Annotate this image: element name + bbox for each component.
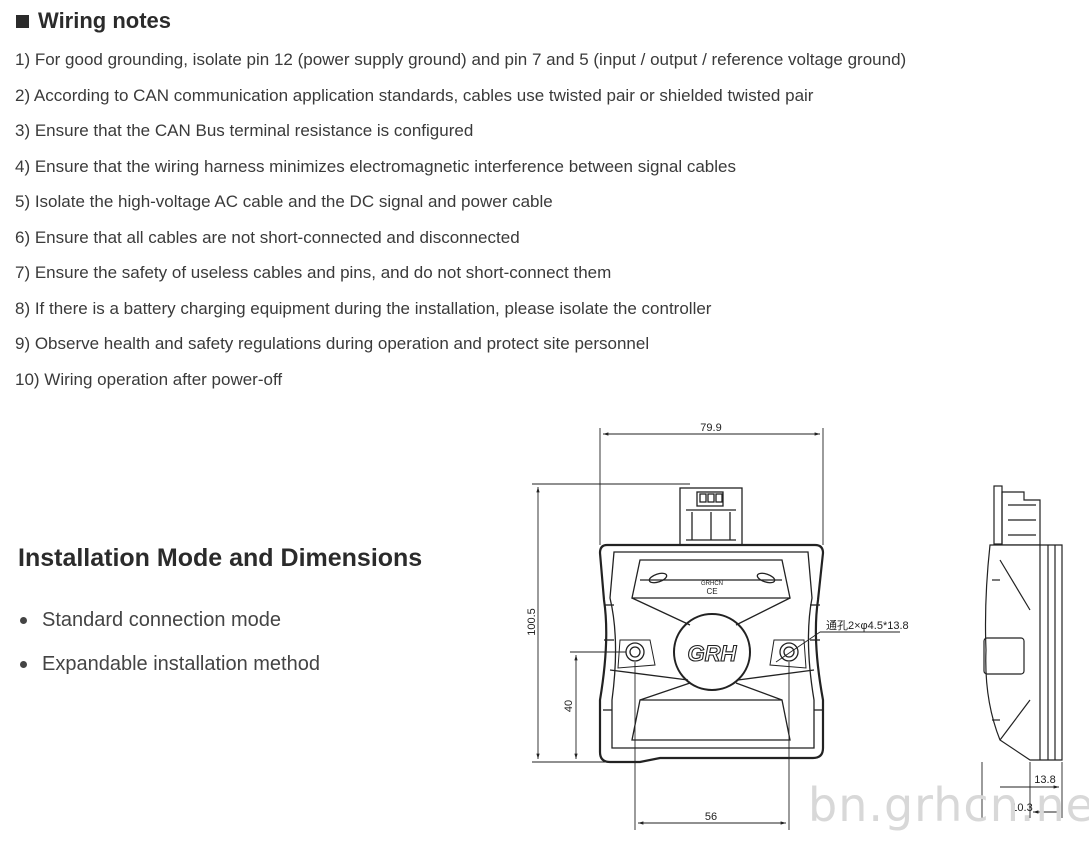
- bullet-dot-icon: [20, 660, 27, 668]
- side-dim-b-label: 10.3: [1011, 802, 1032, 814]
- wiring-note-8: 8) If there is a battery charging equipm…: [15, 298, 712, 318]
- dimension-drawing: GRH GRHCN CE 79.9 100.5 40 56 通孔2×φ4.5*1…: [526, 422, 1063, 830]
- bullet-item: Expandable installation method: [20, 642, 320, 686]
- bullet-item: Standard connection mode: [20, 598, 320, 642]
- bullet-dot-icon: [20, 616, 27, 624]
- wiring-note-10: 10) Wiring operation after power-off: [15, 369, 283, 389]
- dimension-lines: [532, 428, 900, 830]
- wiring-note-2: 2) According to CAN communication applic…: [15, 85, 814, 105]
- watermark: bn.grhcn.net: [808, 778, 1089, 832]
- dim-hole-height-label: 40: [563, 700, 575, 712]
- wiring-note-1: 1) For good grounding, isolate pin 12 (p…: [15, 50, 907, 69]
- controller-front-view: [598, 487, 825, 764]
- wiring-note-9: 9) Observe health and safety regulations…: [15, 334, 650, 353]
- controller-side-view: [981, 485, 1063, 820]
- connector: [679, 487, 743, 547]
- wiring-notes-heading: Wiring notes: [16, 8, 171, 34]
- wiring-note-7: 7) Ensure the safety of useless cables a…: [15, 263, 612, 282]
- bullet-text: Standard connection mode: [42, 609, 282, 631]
- wiring-notes-title: Wiring notes: [38, 8, 172, 33]
- installation-heading: Installation Mode and Dimensions: [18, 544, 423, 572]
- label-top: GRHCN: [701, 581, 723, 587]
- installation-bullets: Standard connection mode Expandable inst…: [20, 598, 320, 686]
- wiring-note-6: 6) Ensure that all cables are not short-…: [15, 227, 520, 247]
- label-ce: CE: [706, 587, 717, 596]
- dim-height-label: 100.5: [526, 608, 538, 636]
- logo-circle: [673, 613, 751, 691]
- side-dim-a-label: 13.8: [1034, 774, 1055, 786]
- square-bullet-icon: [16, 14, 29, 28]
- wiring-note-3: 3) Ensure that the CAN Bus terminal resi…: [15, 121, 474, 140]
- bullet-text: Expandable installation method: [42, 653, 320, 675]
- wiring-note-4: 4) Ensure that the wiring harness minimi…: [15, 156, 736, 176]
- hole-note-label: 通孔2×φ4.5*13.8: [826, 619, 909, 632]
- mounting-hole-right: [779, 642, 799, 662]
- dim-hole-spacing-label: 56: [705, 811, 717, 823]
- housing-outline: [598, 543, 825, 764]
- dim-width-label: 79.9: [700, 422, 721, 434]
- logo-text: GRH: [688, 641, 738, 666]
- wiring-notes-list: 1) For good grounding, isolate pin 12 (p…: [15, 46, 906, 401]
- wiring-note-5: 5) Isolate the high-voltage AC cable and…: [15, 192, 553, 211]
